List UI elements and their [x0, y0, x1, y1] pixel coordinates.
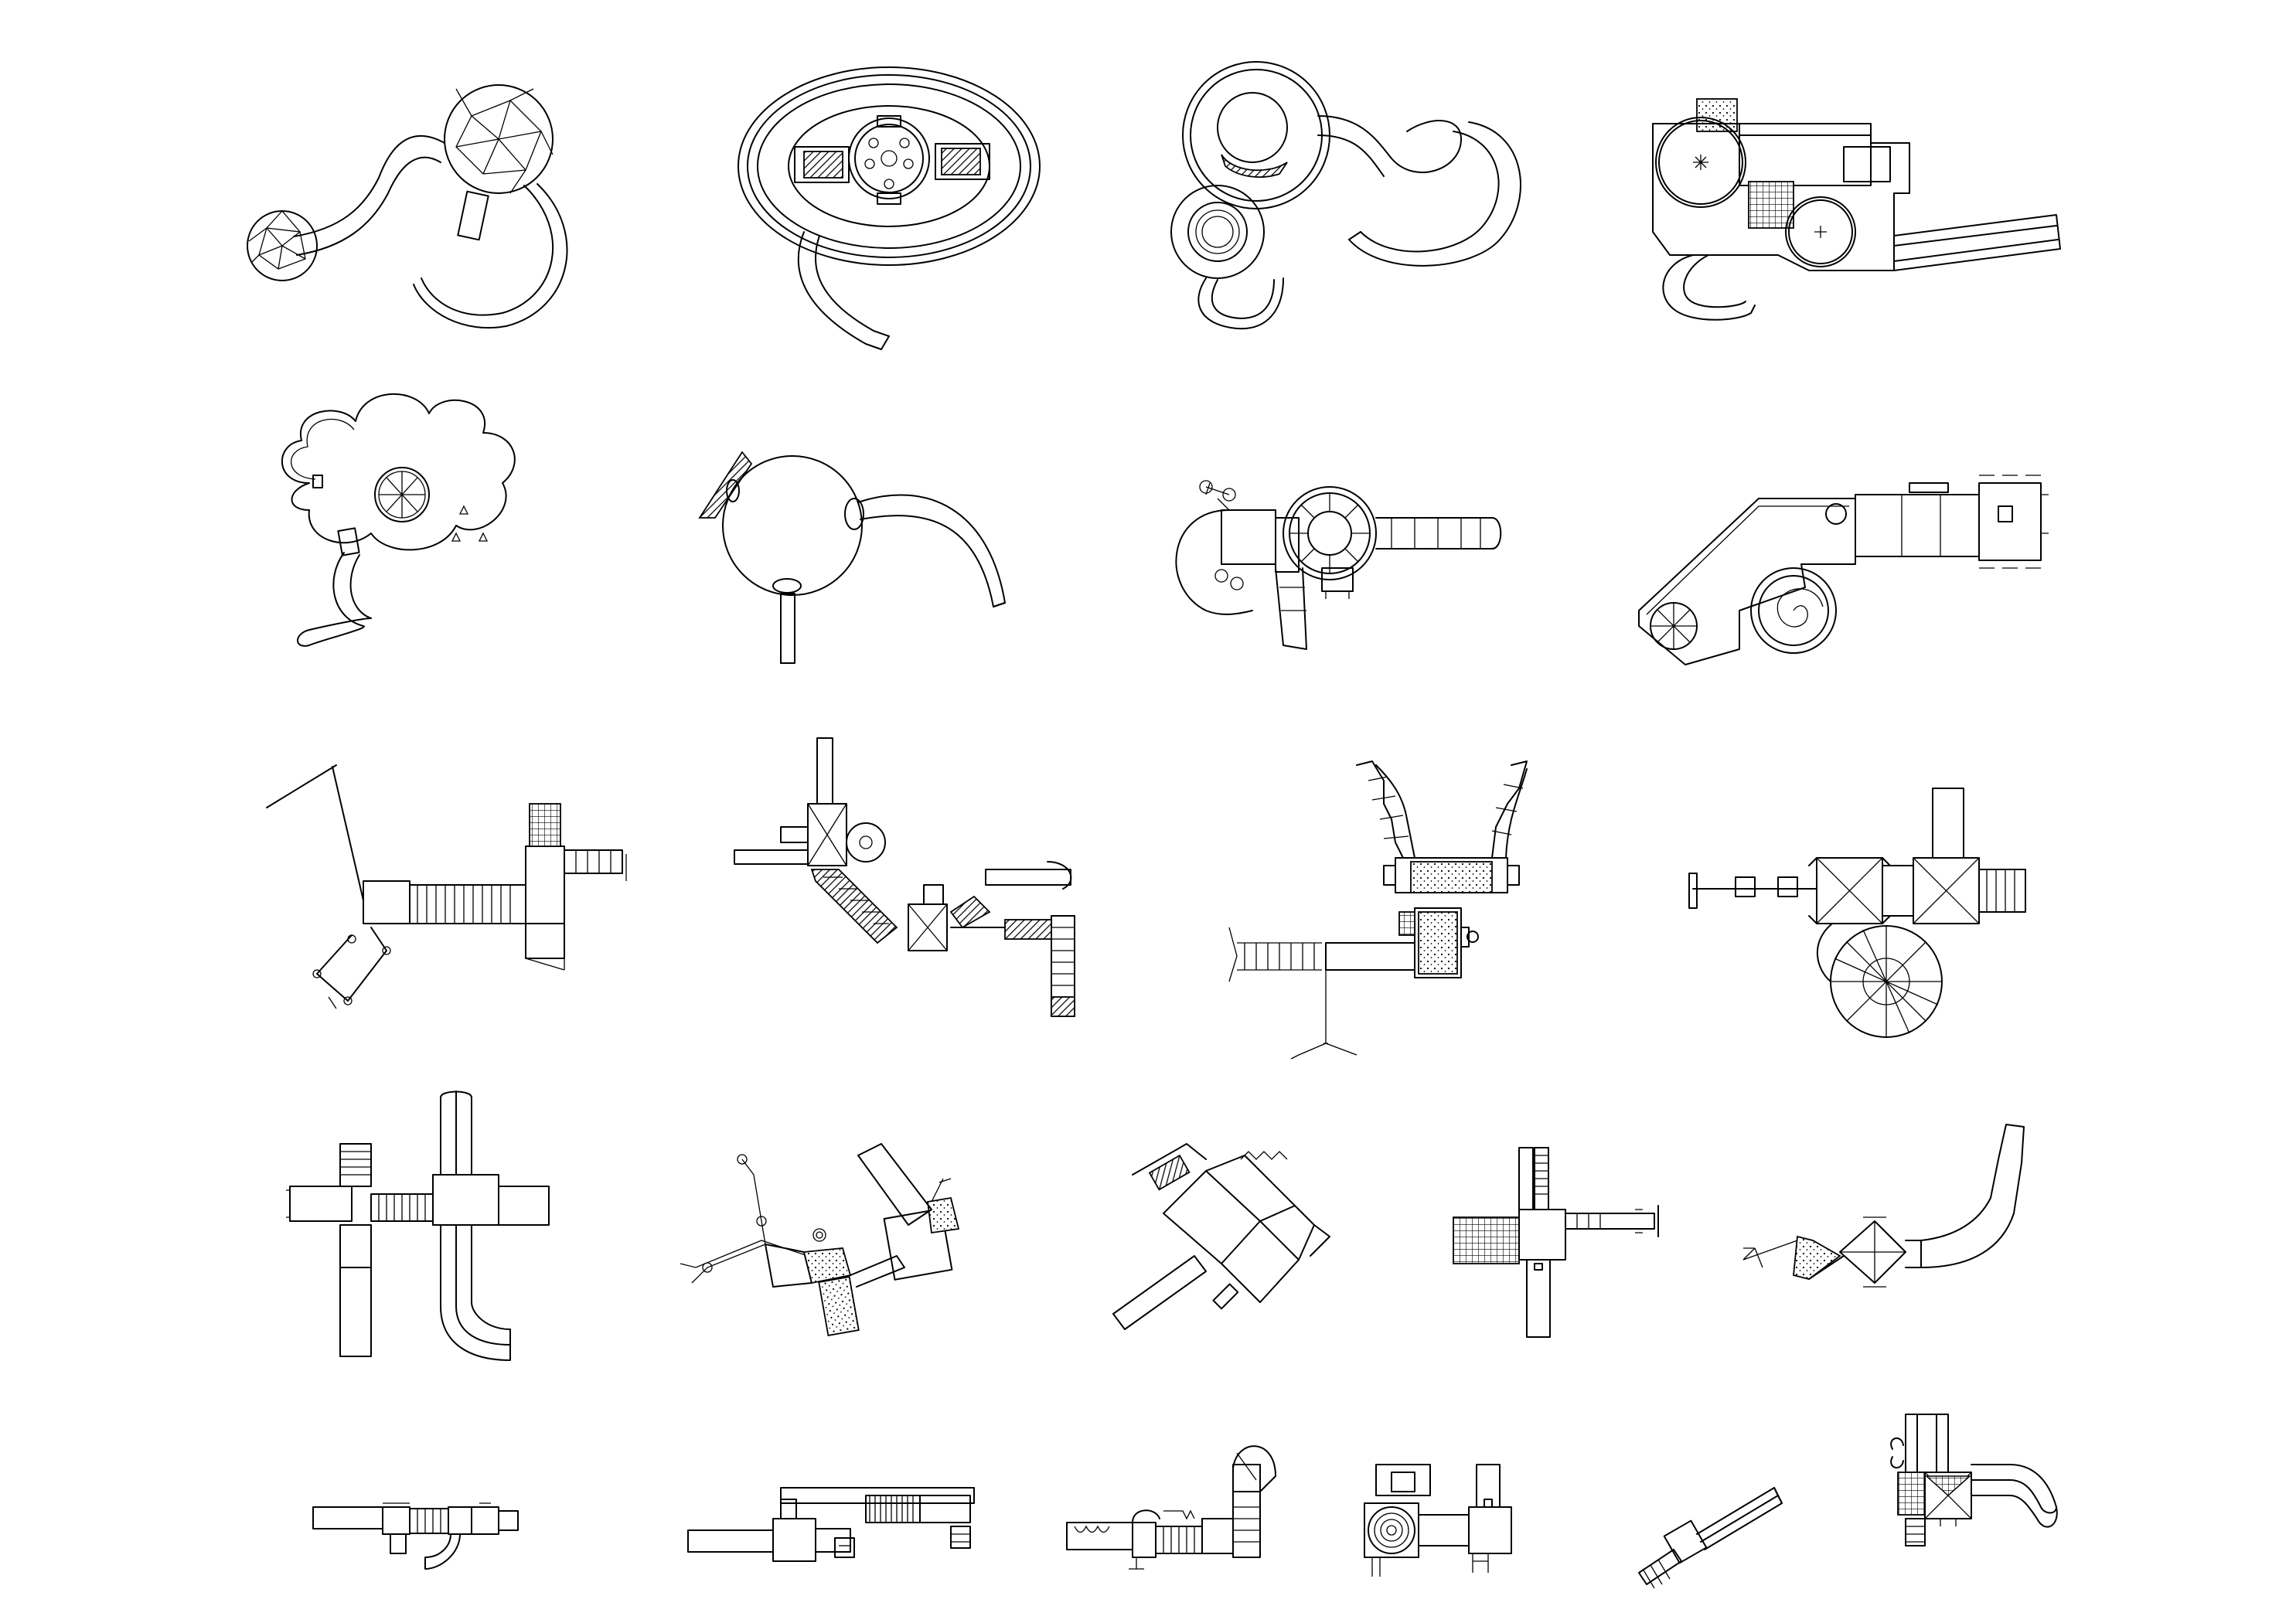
- rope-net-tower-structure: [680, 1143, 960, 1336]
- geodesic-dome-play-structure: [247, 84, 568, 329]
- climber-bridge-structure: [1066, 1445, 1276, 1570]
- small-linear-slide-structure: [312, 1502, 519, 1570]
- round-deck-curved-slide-structure: [698, 451, 1006, 664]
- diagonal-tower-slide-structure: [1112, 1143, 1330, 1330]
- target-tower-structure: [1364, 1464, 1512, 1577]
- double-slide-tower-structure: [286, 1091, 550, 1361]
- wheel-tower-tube-slide-structure: [1175, 480, 1502, 650]
- twin-tower-spiral-slide-structure: [1688, 788, 2026, 1038]
- zigzag-ladder-structure: [734, 737, 1075, 1017]
- mesh-deck-cross-structure: [1453, 1147, 1659, 1338]
- cloud-deck-spiral-structure: [281, 393, 516, 647]
- long-bridge-structure: [687, 1487, 975, 1562]
- net-deck-hook-slide-structure: [1742, 1124, 2025, 1288]
- rectangular-deck-drum-structure: [1652, 98, 2061, 321]
- angled-deck-spiral-structure: [1638, 475, 2049, 665]
- twin-tube-slide-structure: [1228, 760, 1528, 1060]
- round-tower-hook-slide-structure: [1170, 61, 1521, 330]
- oval-ring-play-structure: [738, 66, 1041, 350]
- tower-bridge-swing-structure: [266, 764, 627, 1009]
- mesh-tower-slide-structure: [1890, 1414, 2058, 1546]
- diagonal-tube-structure: [1638, 1487, 1783, 1589]
